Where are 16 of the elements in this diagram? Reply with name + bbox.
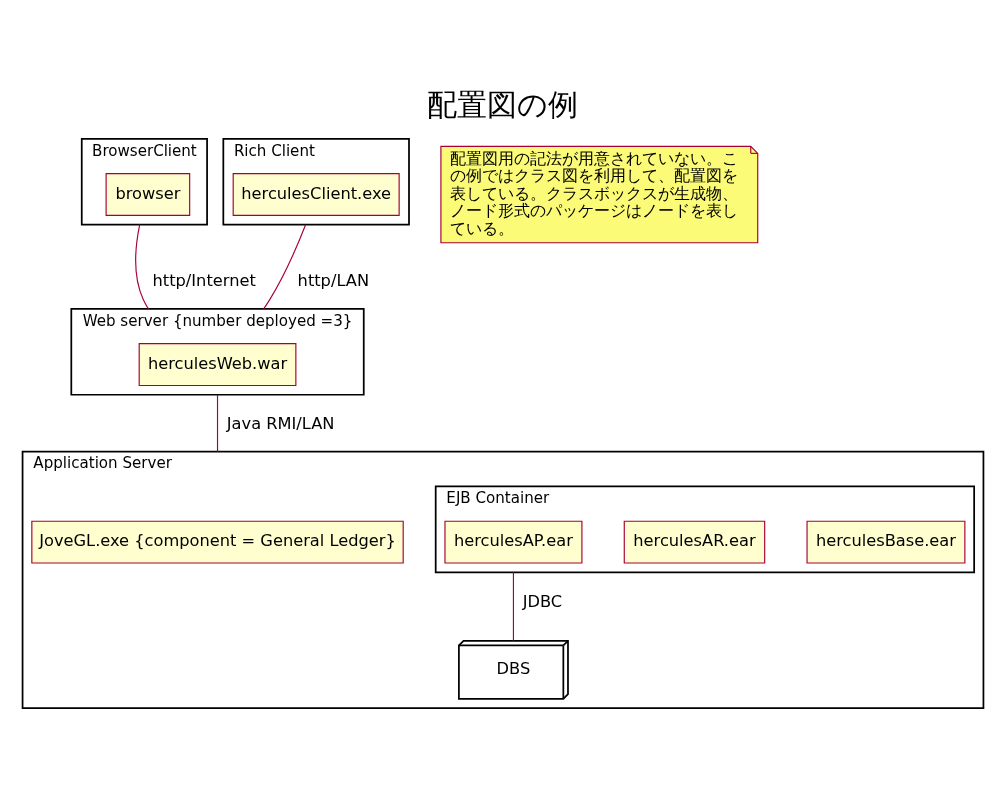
edge-label: http/Internet (152, 270, 256, 290)
edge-label: http/LAN (297, 270, 370, 290)
node-box: herculesAR.ear (623, 520, 766, 564)
connector (263, 223, 307, 309)
node-box: herculesAP.ear (444, 520, 583, 564)
node-box: herculesWeb.war (138, 342, 297, 386)
diagram-title: 配置図の例 (427, 86, 579, 122)
node-box: herculesClient.exe (232, 172, 400, 216)
edge-label: Java RMI/LAN (226, 413, 335, 433)
node-box: herculesBase.ear (806, 520, 966, 564)
edge-label: JDBC (522, 591, 563, 611)
connector (216, 393, 219, 452)
node-box: JoveGL.exe {component = General Ledger} (31, 520, 404, 564)
node-box: browser (105, 172, 191, 216)
connector (512, 571, 515, 641)
connector (135, 223, 149, 309)
